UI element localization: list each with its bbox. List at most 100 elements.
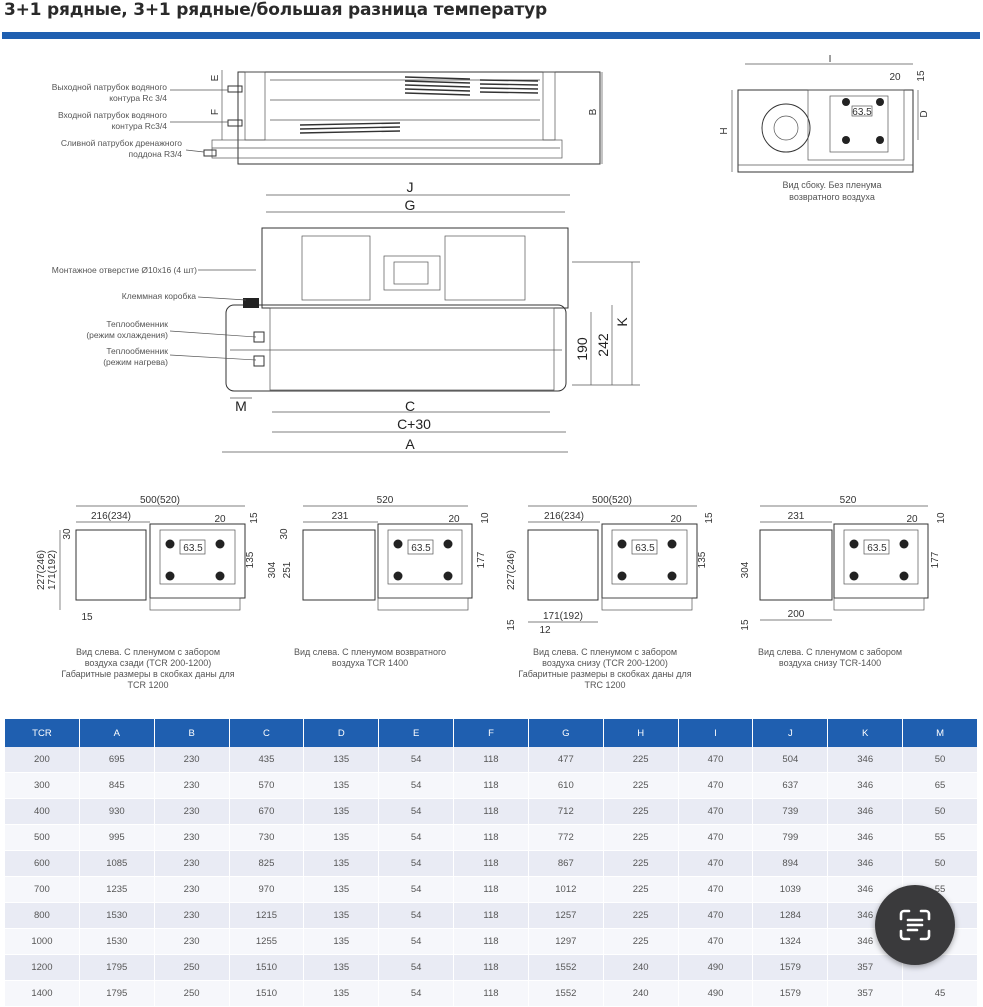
label-heating-mode: (режим нагрева) bbox=[103, 357, 168, 367]
table-cell: 230 bbox=[154, 773, 230, 799]
table-cell: 1579 bbox=[753, 981, 829, 1007]
table-cell: 1255 bbox=[229, 929, 305, 955]
table-cell: 477 bbox=[528, 747, 604, 773]
table-cell: 1579 bbox=[753, 955, 829, 981]
view2-dim-30: 30 bbox=[279, 528, 290, 540]
view3-dim-63-5: 63.5 bbox=[635, 543, 655, 554]
view2-dim-offset: 231 bbox=[332, 511, 349, 522]
label-mounting-hole: Монтажное отверстие Ø10x16 (4 шт) bbox=[52, 265, 197, 275]
table-cell: 54 bbox=[379, 747, 455, 773]
view2-dim-251: 251 bbox=[282, 561, 293, 578]
table-cell: 357 bbox=[828, 955, 904, 981]
table-cell: 1215 bbox=[229, 903, 305, 929]
table-header-cell: I bbox=[678, 719, 754, 747]
table-cell: 54 bbox=[379, 903, 455, 929]
table-header-cell: C bbox=[229, 719, 305, 747]
table-cell: 240 bbox=[603, 981, 679, 1007]
left-view-4-drawing: 520 231 20 10 63.5 304 177 200 15 Вид сл… bbox=[740, 495, 947, 668]
view3-dim-bottom: 171(192) bbox=[543, 611, 583, 622]
side-dim-20: 20 bbox=[889, 72, 901, 83]
table-cell: 118 bbox=[454, 903, 529, 929]
table-cell: 1297 bbox=[528, 929, 604, 955]
dim-B: B bbox=[588, 108, 599, 115]
table-header-cell: F bbox=[454, 719, 529, 747]
table-cell: 700 bbox=[5, 877, 80, 903]
page-title: 3+1 рядные, 3+1 рядные/большая разница т… bbox=[4, 0, 547, 20]
table-cell: 1324 bbox=[753, 929, 829, 955]
table-cell: 600 bbox=[5, 851, 80, 877]
table-cell: 118 bbox=[454, 799, 529, 825]
table-cell: 55 bbox=[903, 825, 978, 851]
table-cell: 490 bbox=[678, 955, 754, 981]
label-terminal-box: Клеммная коробка bbox=[122, 291, 196, 301]
view4-caption-line2: воздуха снизу TCR-1400 bbox=[779, 658, 881, 668]
plan-dim-190: 190 bbox=[574, 337, 590, 361]
view4-dim-offset: 231 bbox=[788, 511, 805, 522]
view2-dim-304: 304 bbox=[267, 561, 278, 578]
view3-caption-line4: TRC 1200 bbox=[584, 680, 625, 690]
view1-dim-135: 135 bbox=[245, 551, 256, 568]
view2-caption-line2: воздуха TCR 1400 bbox=[332, 658, 408, 668]
table-cell: 470 bbox=[678, 825, 754, 851]
table-cell: 1530 bbox=[79, 929, 155, 955]
table-cell: 118 bbox=[454, 825, 529, 851]
table-cell: 225 bbox=[603, 773, 679, 799]
side-view-drawing: 63.5 I 20 15 H D Вид сбоку. Без пленума … bbox=[719, 54, 930, 202]
table-cell: 54 bbox=[379, 851, 455, 877]
view2-dim-63-5: 63.5 bbox=[411, 543, 431, 554]
view3-dim-width: 500(520) bbox=[592, 495, 632, 506]
table-cell: 65 bbox=[903, 773, 978, 799]
table-cell: 200 bbox=[5, 747, 80, 773]
front-elevation-drawing: Выходной патрубок водяного контура Rc 3/… bbox=[52, 70, 603, 165]
table-cell: 118 bbox=[454, 773, 529, 799]
table-cell: 118 bbox=[454, 981, 529, 1007]
label-inlet-pipe-size: контура Rc3/4 bbox=[112, 121, 168, 131]
table-cell: 225 bbox=[603, 825, 679, 851]
table-cell: 1284 bbox=[753, 903, 829, 929]
plan-dim-K: K bbox=[614, 317, 630, 327]
side-dim-63-5: 63.5 bbox=[852, 107, 872, 118]
table-cell: 135 bbox=[304, 929, 380, 955]
table-cell: 1085 bbox=[79, 851, 155, 877]
label-cooling-mode: (режим охлаждения) bbox=[86, 330, 168, 340]
view2-dim-width: 520 bbox=[377, 495, 394, 506]
table-cell: 135 bbox=[304, 747, 380, 773]
table-cell: 894 bbox=[753, 851, 829, 877]
view4-dim-15: 15 bbox=[740, 619, 751, 631]
table-cell: 118 bbox=[454, 955, 529, 981]
view4-dim-20: 20 bbox=[906, 514, 918, 525]
table-cell: 1795 bbox=[79, 955, 155, 981]
table-cell: 135 bbox=[304, 825, 380, 851]
table-cell: 490 bbox=[678, 981, 754, 1007]
table-cell: 867 bbox=[528, 851, 604, 877]
label-heating-coil: Теплообменник bbox=[106, 346, 168, 356]
table-cell: 1530 bbox=[79, 903, 155, 929]
table-cell: 225 bbox=[603, 747, 679, 773]
view4-dim-177: 177 bbox=[930, 551, 941, 568]
label-inlet-pipe: Входной патрубок водяного bbox=[58, 110, 167, 120]
text-scan-button[interactable] bbox=[875, 885, 955, 965]
view4-caption-line1: Вид слева. С пленумом с забором bbox=[758, 647, 902, 657]
table-cell: 346 bbox=[828, 799, 904, 825]
view1-dim-offset: 216(234) bbox=[91, 511, 131, 522]
view4-dim-63-5: 63.5 bbox=[867, 543, 887, 554]
table-cell: 1552 bbox=[528, 955, 604, 981]
label-outlet-pipe-size: контура Rc 3/4 bbox=[109, 93, 167, 103]
view3-caption-line1: Вид слева. С пленумом с забором bbox=[533, 647, 677, 657]
table-header-cell: TCR bbox=[5, 719, 80, 747]
table-cell: 695 bbox=[79, 747, 155, 773]
view4-dim-width: 520 bbox=[840, 495, 857, 506]
table-header-cell: M bbox=[903, 719, 978, 747]
table-cell: 435 bbox=[229, 747, 305, 773]
table-cell: 50 bbox=[903, 747, 978, 773]
table-cell: 346 bbox=[828, 773, 904, 799]
table-cell: 250 bbox=[154, 955, 230, 981]
table-cell: 54 bbox=[379, 929, 455, 955]
view1-caption-line1: Вид слева. С пленумом с забором bbox=[76, 647, 220, 657]
